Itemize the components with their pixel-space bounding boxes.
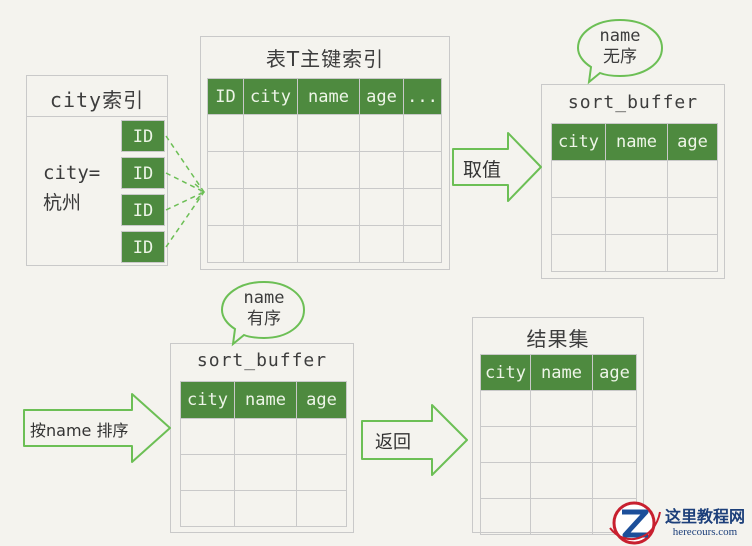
- arrow-return-label: 返回: [375, 432, 411, 453]
- dashed-connector-2: [165, 172, 205, 193]
- arrow-sort-icon: [23, 393, 171, 463]
- sort-buffer-unsorted-title: sort_buffer: [567, 92, 699, 113]
- arrow-return-icon: [361, 404, 468, 476]
- primary-index-header-id: ID: [207, 78, 244, 115]
- primary-index-title: 表T主键索引: [265, 47, 385, 71]
- table-row: [551, 160, 718, 198]
- table-row: [551, 234, 718, 272]
- table-row: [480, 390, 637, 427]
- sort-buffer-sorted-table: city name age: [180, 381, 347, 527]
- city-index-title: city索引: [49, 88, 145, 112]
- table-row: [207, 188, 442, 226]
- watermark-logo-icon: [609, 501, 661, 545]
- table-row: [207, 151, 442, 189]
- dashed-arrow-head-icon: [194, 183, 206, 201]
- city-index-id-1: ID: [121, 120, 165, 152]
- primary-index-header-city: city: [243, 78, 298, 115]
- primary-index-table: ID city name age ...: [207, 78, 442, 263]
- speech-bubble-unsorted-icon: [576, 18, 664, 85]
- bubble-sorted-line1: name: [243, 288, 285, 308]
- dashed-connector-4: [165, 191, 205, 248]
- result-set-header-city: city: [480, 354, 531, 391]
- dashed-connector-1: [165, 135, 205, 193]
- arrow-sort-label: 按name 排序: [30, 421, 129, 440]
- primary-index-header-age: age: [359, 78, 404, 115]
- primary-index-header-more: ...: [403, 78, 442, 115]
- primary-index-panel: 表T主键索引 ID city name age ...: [200, 36, 450, 270]
- table-row: [180, 490, 347, 527]
- arrow-fetch-icon: [452, 132, 542, 202]
- city-index-divider: [27, 116, 167, 117]
- city-index-id-2: ID: [121, 157, 165, 189]
- arrow-fetch-label: 取值: [463, 159, 502, 181]
- primary-index-header-row: ID city name age ...: [207, 78, 442, 115]
- dashed-connectors: [165, 135, 206, 248]
- result-set-header-row: city name age: [480, 354, 637, 391]
- sort-buffer-unsorted-panel: sort_buffer city name age: [541, 84, 725, 279]
- dashed-connector-3: [165, 191, 205, 211]
- sort-buffer-sorted-header-name: name: [234, 381, 297, 419]
- table-row: [551, 197, 718, 235]
- result-set-title: 结果集: [526, 327, 590, 351]
- city-condition: city= 杭州: [43, 158, 100, 218]
- result-set-panel: 结果集 city name age: [472, 317, 644, 535]
- sort-buffer-unsorted-header-name: name: [605, 123, 668, 161]
- sort-buffer-unsorted-header-row: city name age: [551, 123, 718, 161]
- sort-buffer-sorted-title: sort_buffer: [196, 350, 328, 371]
- bubble-unsorted-text: name 无序: [584, 26, 656, 68]
- city-condition-line1: city=: [43, 162, 101, 184]
- watermark-text: 这里教程网 herecours.com: [660, 507, 750, 539]
- table-row: [180, 454, 347, 491]
- bubble-sorted-text: name 有序: [228, 288, 300, 330]
- city-index-id-3: ID: [121, 194, 165, 226]
- table-row: [480, 426, 637, 463]
- bubble-unsorted-line1: name: [599, 26, 641, 46]
- sort-buffer-unsorted-table: city name age: [551, 123, 718, 272]
- bubble-sorted-line2: 有序: [247, 309, 281, 329]
- sort-buffer-unsorted-header-age: age: [667, 123, 718, 161]
- result-set-header-age: age: [592, 354, 637, 391]
- sort-buffer-sorted-header-row: city name age: [180, 381, 347, 419]
- city-condition-line2: 杭州: [43, 192, 82, 214]
- sort-buffer-sorted-header-city: city: [180, 381, 235, 419]
- watermark-cn: 这里教程网: [664, 507, 745, 526]
- sort-buffer-sorted-header-age: age: [296, 381, 347, 419]
- watermark-en: herecours.com: [672, 526, 738, 538]
- table-row: [207, 114, 442, 152]
- speech-bubble-sorted-icon: [220, 280, 306, 347]
- table-row: [207, 225, 442, 263]
- bubble-unsorted-line2: 无序: [603, 47, 637, 67]
- result-set-header-name: name: [530, 354, 593, 391]
- sort-buffer-unsorted-header-city: city: [551, 123, 606, 161]
- sort-buffer-sorted-panel: sort_buffer city name age: [170, 343, 354, 533]
- city-index-id-4: ID: [121, 231, 165, 263]
